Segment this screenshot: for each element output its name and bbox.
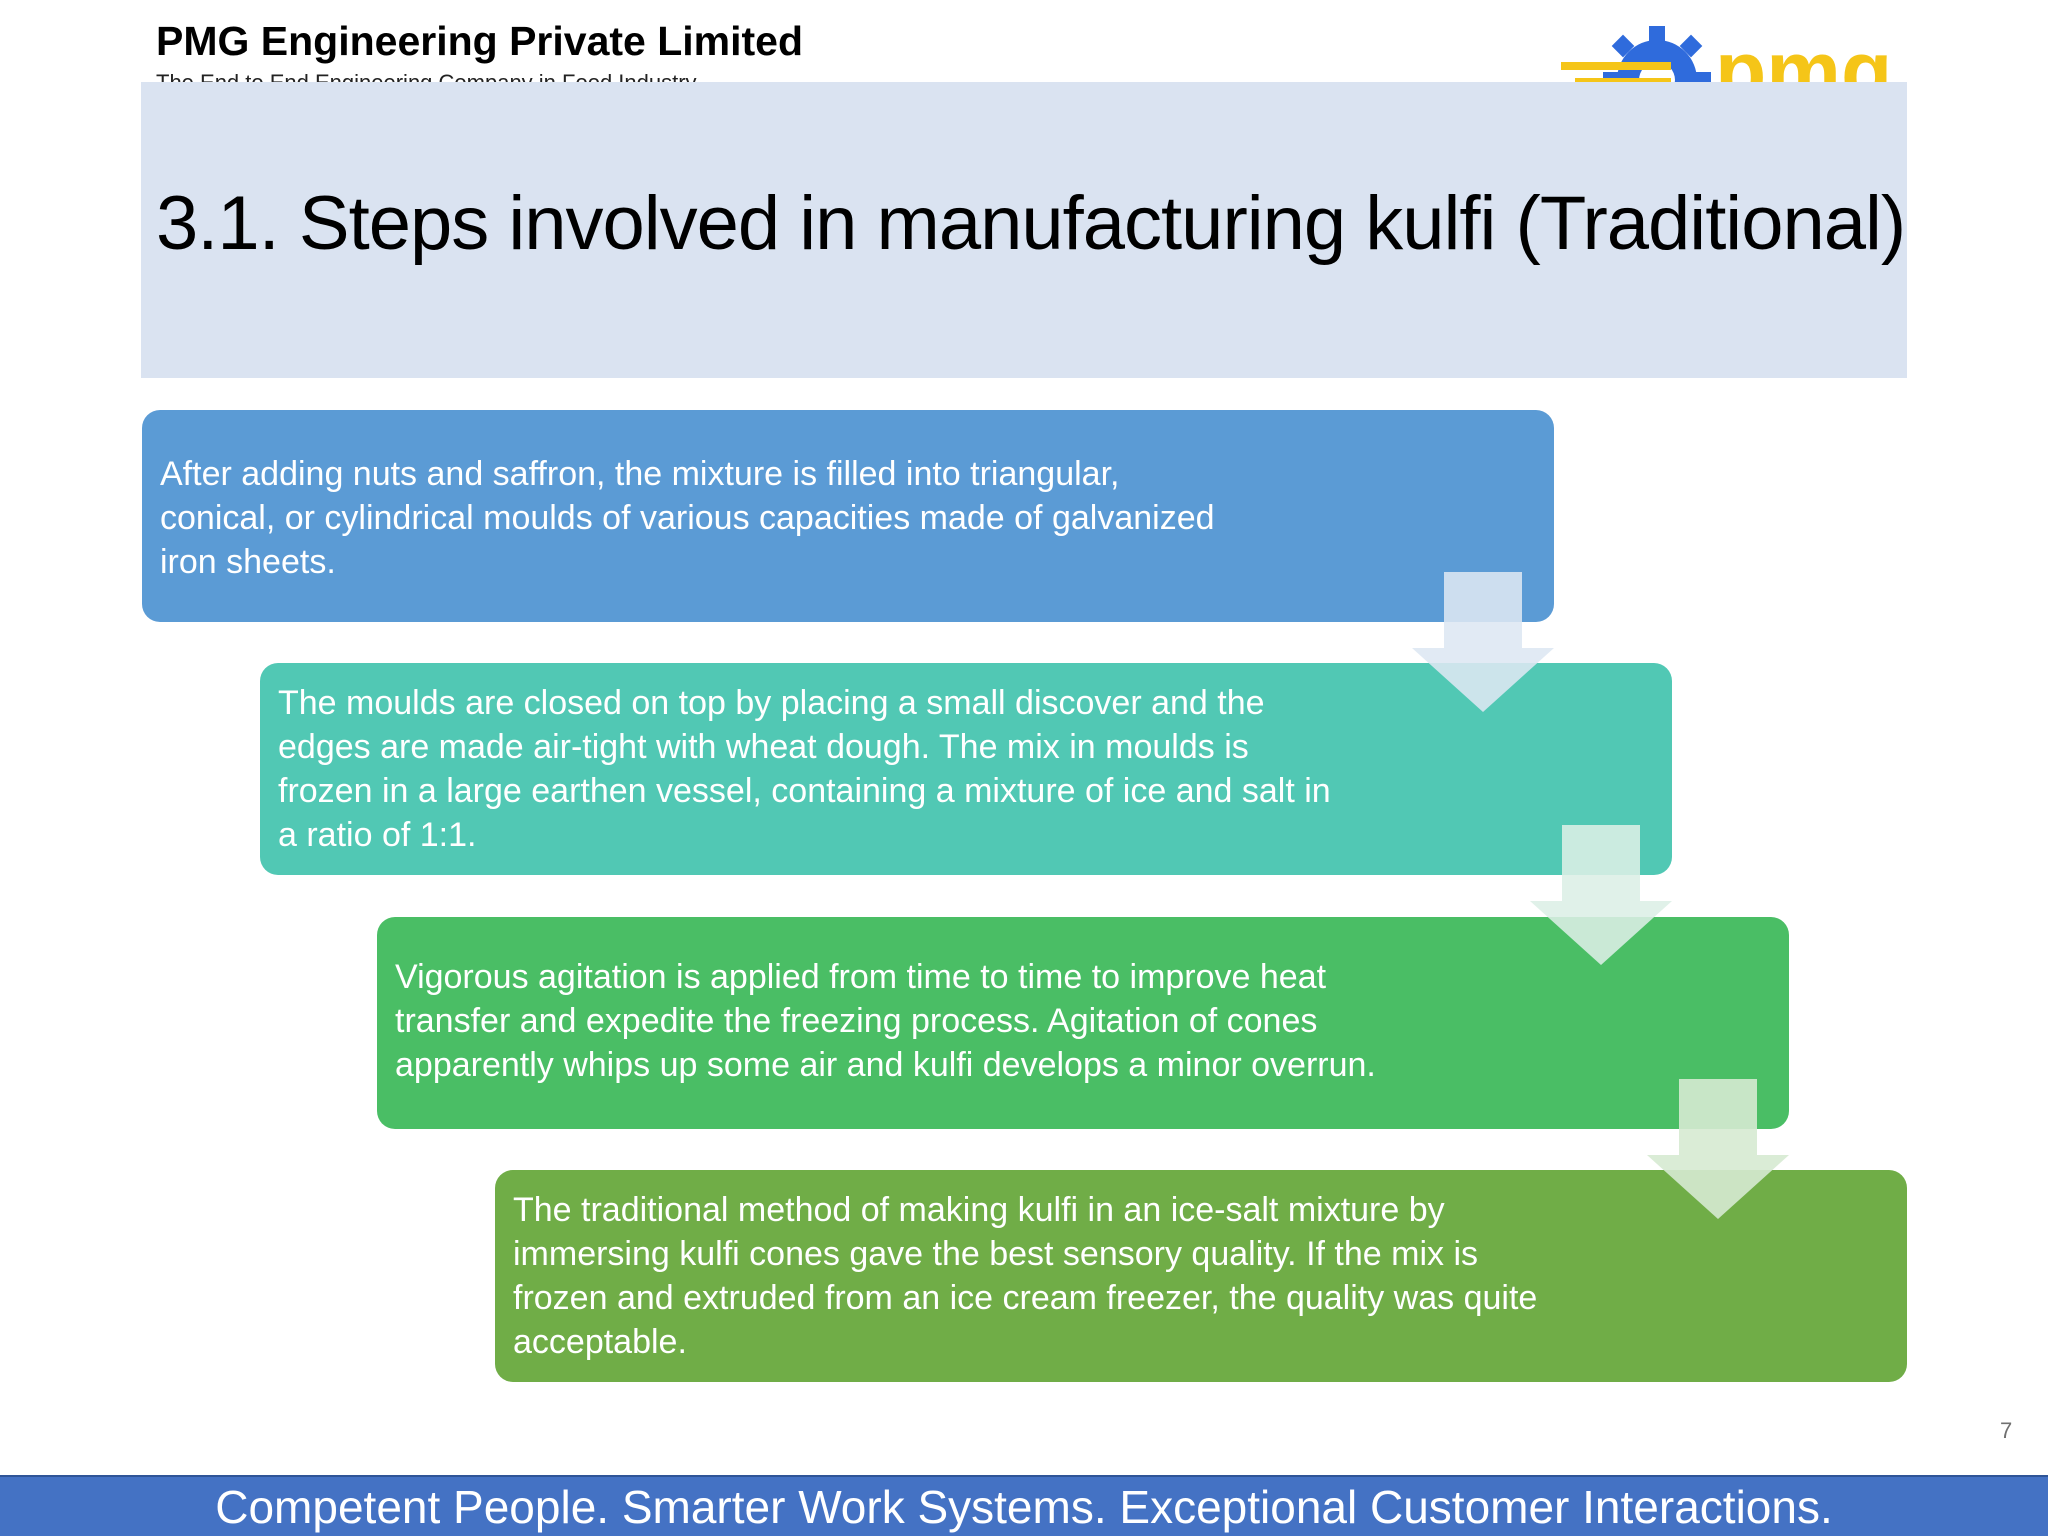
step-4-line: frozen and extruded from an ice cream fr…	[513, 1279, 1538, 1317]
step-2-line: The moulds are closed on top by placing …	[278, 684, 1265, 722]
down-arrow-icon	[1647, 1079, 1789, 1219]
step-4-line: The traditional method of making kulfi i…	[513, 1191, 1445, 1229]
step-2-text: The moulds are closed on top by placing …	[278, 663, 1418, 875]
step-3-text: Vigorous agitation is applied from time …	[395, 917, 1535, 1129]
step-3-line: Vigorous agitation is applied from time …	[395, 958, 1327, 996]
footer-bar: Competent People. Smarter Work Systems. …	[0, 1475, 2048, 1536]
step-box-2: The moulds are closed on top by placing …	[260, 663, 1672, 875]
footer-slogan: Competent People. Smarter Work Systems. …	[215, 1481, 1833, 1533]
step-3-line: apparently whips up some air and kulfi d…	[395, 1046, 1376, 1084]
step-4-text: The traditional method of making kulfi i…	[513, 1170, 1653, 1382]
step-3-line: transfer and expedite the freezing proce…	[395, 1002, 1318, 1040]
step-box-1: After adding nuts and saffron, the mixtu…	[142, 410, 1554, 622]
down-arrow-icon	[1412, 572, 1554, 712]
step-box-3: Vigorous agitation is applied from time …	[377, 917, 1789, 1129]
step-1-line: After adding nuts and saffron, the mixtu…	[160, 455, 1120, 493]
company-name: PMG Engineering Private Limited	[156, 18, 804, 64]
step-1-line: iron sheets.	[160, 543, 336, 581]
title-band	[141, 82, 1907, 378]
step-4-line: immersing kulfi cones gave the best sens…	[513, 1235, 1478, 1273]
slide-title: 3.1. Steps involved in manufacturing kul…	[156, 181, 1906, 266]
step-2-line: a ratio of 1:1.	[278, 816, 477, 854]
step-2-line: frozen in a large earthen vessel, contai…	[278, 772, 1331, 810]
step-1-text: After adding nuts and saffron, the mixtu…	[160, 410, 1300, 622]
down-arrow-icon	[1530, 825, 1672, 965]
step-box-4: The traditional method of making kulfi i…	[495, 1170, 1907, 1382]
page-number: 7	[2000, 1418, 2013, 1443]
step-4-line: acceptable.	[513, 1323, 687, 1361]
step-2-line: edges are made air-tight with wheat doug…	[278, 728, 1249, 766]
step-1-line: conical, or cylindrical moulds of variou…	[160, 499, 1215, 537]
